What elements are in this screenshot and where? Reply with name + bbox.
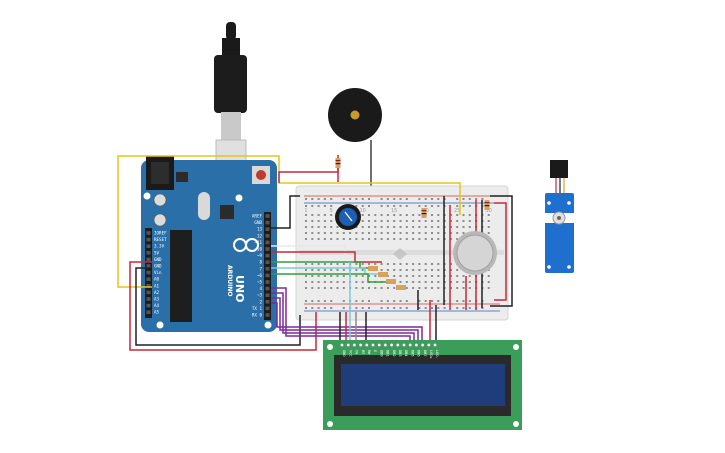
- wire-black-gnd: [135, 267, 301, 346]
- model-label: UNO: [233, 275, 246, 303]
- arduino-pin-label: IOREF: [154, 231, 167, 236]
- lcd-pin-label: RS: [361, 350, 365, 354]
- arduino-pin-label: AREF: [252, 214, 263, 219]
- breadboard-column-number: 10: [360, 208, 366, 214]
- arduino-pin-label: 4: [259, 286, 262, 291]
- arduino-pin-label: RX 0: [252, 313, 263, 318]
- breadboard-column-number: 15: [391, 208, 397, 214]
- arduino-pin-label: RESET: [154, 237, 167, 242]
- arduino-pin-label: 2: [259, 299, 262, 304]
- potentiometer: [335, 204, 361, 230]
- lcd-pin-label: DB6: [417, 350, 421, 357]
- arduino-pin-label: GND: [154, 264, 162, 269]
- arduino-pin-label: TX 1: [252, 306, 263, 311]
- arduino-pin-label: ~10: [254, 247, 262, 252]
- arduino-pin-label: ~11: [254, 240, 262, 245]
- arduino-pin-label: A4: [154, 303, 160, 308]
- arduino-pin-label: 5V: [154, 250, 160, 255]
- lcd-pin-label: DB3: [398, 350, 402, 357]
- arduino-logo-icon: [233, 238, 259, 252]
- lcd-pin-label: DB5: [410, 350, 414, 357]
- lcd-pin-label: LED-: [435, 350, 439, 359]
- lcd-pin-label: DB2: [392, 350, 396, 357]
- microcontroller-chip: [170, 230, 192, 322]
- servo-motor: [540, 160, 579, 273]
- arduino-pin-label: GND: [254, 220, 262, 225]
- arduino-pin-label: ~6: [257, 273, 263, 278]
- arduino-pin-label: Vin: [154, 270, 162, 275]
- breadboard-column-number: 30: [486, 208, 492, 214]
- arduino-pin-label: A1: [154, 283, 160, 288]
- lcd-pin-label: GND: [342, 350, 346, 357]
- usb-cable: [214, 22, 247, 169]
- wire-black-aref: [271, 195, 300, 229]
- wire-purple-1: [271, 287, 411, 345]
- arduino-pin-label: A5: [154, 310, 160, 315]
- wires: [117, 155, 513, 351]
- reset-button[interactable]: [256, 170, 266, 180]
- lcd-screen: [341, 364, 505, 406]
- piezo-buzzer: [328, 88, 382, 190]
- arduino-pin-label: A0: [154, 277, 160, 282]
- arduino-pin-label: A3: [154, 297, 160, 302]
- arduino-uno-board: ARDUINO UNO AREFGND1312~11~10~987~6~54~3…: [141, 156, 277, 332]
- arduino-pin-label: 13: [257, 227, 263, 232]
- lcd-pin-label: DB0: [379, 350, 383, 357]
- arduino-pin-label: ~5: [257, 280, 263, 285]
- arduino-pin-label: 7: [259, 266, 262, 271]
- lcd-pin-label: LED+: [429, 350, 433, 359]
- wire-red-5v: [129, 261, 317, 351]
- lcd-pin-label: DB1: [386, 350, 390, 357]
- lcd-pin-label: V0: [355, 350, 359, 354]
- digital-header: [264, 212, 271, 320]
- arduino-pin-label: 12: [257, 233, 263, 238]
- breadboard-column-number: 1: [304, 208, 307, 214]
- wire-yellow: [117, 155, 461, 288]
- arduino-pin-label: 8: [259, 260, 262, 265]
- arduino-pin-label: ~9: [257, 253, 263, 258]
- breadboard-column-number: 25: [454, 208, 460, 214]
- resistors: [335, 158, 490, 290]
- brand-label: ARDUINO: [226, 265, 233, 296]
- lcd-pin-label: DB7: [423, 350, 427, 357]
- lcd-pin-label: E: [373, 350, 377, 352]
- lcd-pin-label: RW: [367, 350, 371, 355]
- arduino-pin-label: GND: [154, 257, 162, 262]
- arduino-pin-label: ~3: [257, 293, 263, 298]
- arduino-pin-label: 3.3V: [154, 244, 165, 249]
- arduino-pin-label: A2: [154, 290, 160, 295]
- rgb-led: [393, 248, 407, 260]
- breadboard-column-number: 5: [330, 208, 333, 214]
- wire-red-buzzer: [278, 155, 339, 183]
- lcd-pin-label: VCC: [348, 350, 352, 357]
- gas-sensor: [453, 231, 497, 275]
- lcd-pin-label: DB4: [404, 350, 408, 357]
